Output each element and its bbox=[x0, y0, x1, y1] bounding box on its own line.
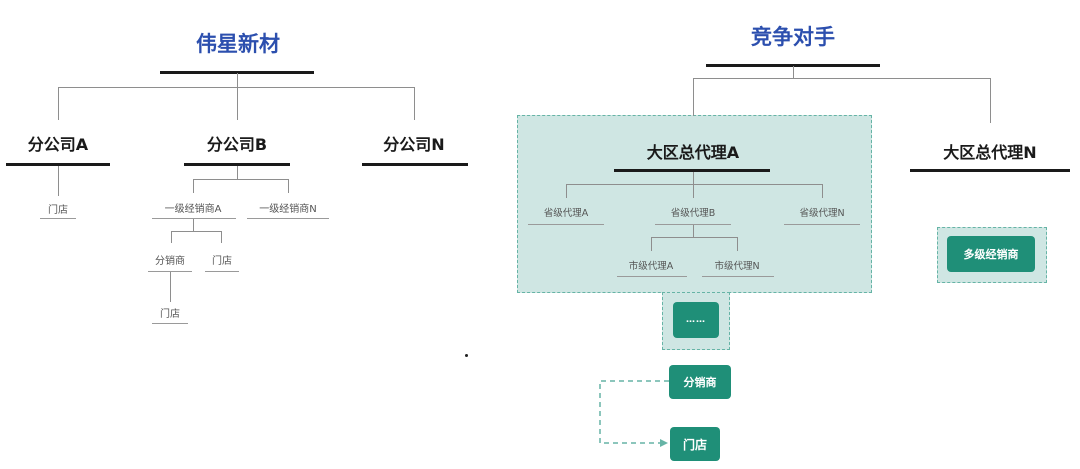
left-branch-bus bbox=[58, 87, 414, 88]
distributor-store-label: 门店 bbox=[160, 309, 180, 320]
prov-b-underline bbox=[655, 224, 731, 225]
connector-provincial-root bbox=[693, 172, 694, 184]
connector-dealer-n bbox=[288, 179, 289, 193]
dealer-a-bus bbox=[171, 231, 221, 232]
right-title-underline bbox=[706, 64, 880, 67]
ellipsis-node: …… bbox=[673, 302, 719, 338]
connector-city-n bbox=[737, 237, 738, 251]
distributor-store-underline bbox=[152, 323, 188, 324]
region-n-underline bbox=[910, 169, 1070, 172]
dealer-a-underline bbox=[152, 218, 236, 219]
connector-dealer-a-root bbox=[193, 219, 194, 231]
prov-a-underline bbox=[528, 224, 604, 225]
connector-region-a bbox=[693, 78, 694, 116]
connector-prov-n bbox=[822, 184, 823, 198]
connector-branch-a bbox=[58, 87, 59, 120]
dealer-a-label: 一级经销商A bbox=[164, 204, 222, 215]
connector-city-a bbox=[651, 237, 652, 251]
store-node: 门店 bbox=[670, 427, 720, 461]
prov-a-label: 省级代理A bbox=[543, 208, 589, 219]
dealer-n-label: 一级经销商N bbox=[259, 204, 317, 215]
dealer-store-label: 门店 bbox=[212, 256, 232, 267]
region-a-label: 大区总代理A bbox=[646, 143, 740, 162]
connector-distributor-store bbox=[170, 272, 171, 302]
connector-b-root bbox=[237, 166, 238, 179]
right-org-title: 竞争对手 bbox=[751, 25, 835, 49]
multi-dealer-node: 多级经销商 bbox=[947, 236, 1035, 272]
connector-dealer-store bbox=[221, 231, 222, 243]
branch-n-label: 分公司N bbox=[383, 135, 445, 154]
branch-b-bus bbox=[193, 179, 288, 180]
branch-a-store-label: 门店 bbox=[48, 205, 68, 216]
region-a-group bbox=[517, 115, 872, 293]
connector-prov-a bbox=[566, 184, 567, 198]
region-n-label: 大区总代理N bbox=[943, 143, 1037, 162]
connector-dealer-a bbox=[193, 179, 194, 193]
prov-n-underline bbox=[784, 224, 860, 225]
city-n-underline bbox=[702, 276, 774, 277]
dealer-store-underline bbox=[205, 271, 239, 272]
connector-branch-n bbox=[414, 87, 415, 120]
prov-n-label: 省级代理N bbox=[799, 208, 845, 219]
branch-b-underline bbox=[184, 163, 290, 166]
left-title-underline bbox=[160, 71, 314, 74]
left-root-connector bbox=[237, 73, 238, 87]
city-n-label: 市级代理N bbox=[714, 261, 760, 272]
connector-prov-b bbox=[693, 184, 694, 198]
distributor-node: 分销商 bbox=[669, 365, 731, 399]
connector-a-store bbox=[58, 166, 59, 196]
connector-city-root bbox=[693, 225, 694, 237]
branch-b-label: 分公司B bbox=[206, 135, 268, 154]
distributor-label: 分销商 bbox=[155, 256, 185, 267]
connector-branch-b bbox=[237, 87, 238, 120]
city-a-label: 市级代理A bbox=[628, 261, 674, 272]
city-a-underline bbox=[617, 276, 687, 277]
region-a-underline bbox=[614, 169, 770, 172]
connector-distributor bbox=[171, 231, 172, 243]
dealer-n-underline bbox=[247, 218, 329, 219]
right-root-connector bbox=[793, 66, 794, 78]
stray-dot bbox=[465, 354, 468, 357]
branch-a-label: 分公司A bbox=[27, 135, 89, 154]
branch-a-store-underline bbox=[40, 218, 76, 219]
right-region-bus bbox=[693, 78, 990, 79]
provincial-bus bbox=[566, 184, 822, 185]
prov-b-label: 省级代理B bbox=[670, 208, 716, 219]
distributor-underline bbox=[148, 271, 192, 272]
branch-n-underline bbox=[362, 163, 468, 166]
left-org-title: 伟星新材 bbox=[196, 32, 280, 56]
city-bus bbox=[651, 237, 737, 238]
branch-a-underline bbox=[6, 163, 110, 166]
connector-region-n bbox=[990, 78, 991, 123]
